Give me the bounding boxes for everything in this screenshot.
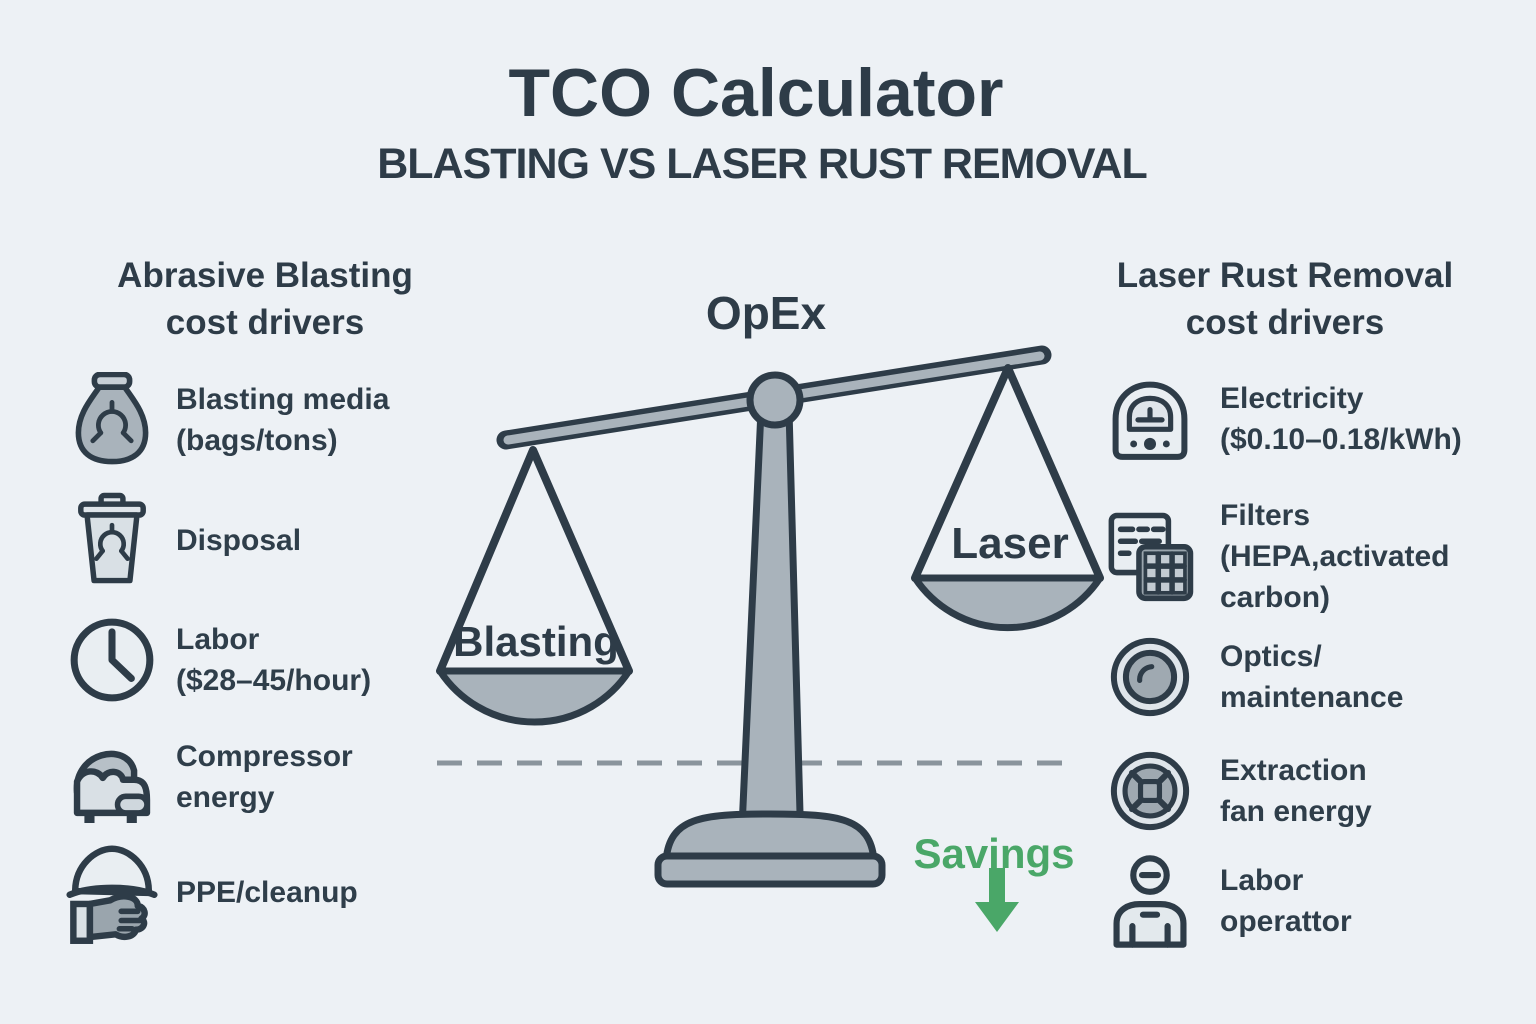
item-label: Compressor energy [176,740,353,814]
hazard-bag-icon [66,372,158,468]
right-column-header: Laser Rust Removal cost drivers [1085,252,1485,346]
item-label: Labor ($28–45/hour) [176,623,372,697]
scale-pivot [746,371,804,429]
item-label: Blasting media (bags/tons) [176,383,390,457]
list-item: Labor operattor [1104,850,1352,952]
item-label: Optics/ maintenance [1220,640,1404,714]
right-pan-cone [911,364,1104,582]
left-header-line2: cost drivers [165,303,365,342]
list-item: Filters (HEPA,activated carbon) [1104,494,1450,618]
right-header-line2: cost drivers [1185,303,1385,342]
left-column-header: Abrasive Blasting cost drivers [65,252,465,346]
list-item: Blasting media (bags/tons) [66,366,389,474]
item-label: Electricity ($0.10–0.18/kWh) [1220,382,1462,456]
right-pan-label: Laser [951,519,1068,568]
electric-meter-icon [1104,376,1196,462]
right-pan-bowl [911,574,1104,632]
optics-lens-icon [1104,634,1196,720]
list-item: Labor ($28–45/hour) [66,612,371,708]
item-label: Extraction fan energy [1220,754,1372,828]
scale-base-foot [654,852,886,888]
item-label: PPE/cleanup [176,875,358,909]
item-label: Labor operattor [1220,864,1352,938]
scale-base-dome [662,810,878,864]
item-label: Filters (HEPA,activated carbon) [1220,498,1450,614]
savings-down-arrow-icon [975,868,1019,932]
list-item: PPE/cleanup [66,832,358,952]
scale-column [737,406,805,854]
left-header-line1: Abrasive Blasting [117,256,413,295]
hazard-trash-icon [66,492,158,588]
left-pan-cone [436,446,633,675]
extraction-fan-icon [1104,748,1196,834]
compressor-icon [66,727,158,827]
left-pan-bowl [436,667,633,726]
item-label: Disposal [176,523,302,557]
filters-icon [1104,510,1196,602]
right-header-line1: Laser Rust Removal [1116,256,1454,295]
list-item: Electricity ($0.10–0.18/kWh) [1104,368,1462,470]
list-item: Optics/ maintenance [1104,632,1403,722]
operator-person-icon [1104,853,1196,950]
list-item: Compressor energy [66,724,353,830]
opex-label: OpEx [705,287,827,339]
hard-hat-glove-icon [66,835,158,949]
clock-icon [66,616,158,704]
page-subtitle: BLASTING VS LASER RUST REMOVAL [377,140,1148,188]
list-item: Extraction fan energy [1104,746,1372,836]
list-item: Disposal [66,490,301,590]
left-pan-label: Blasting [453,618,619,665]
page-title: TCO Calculator [508,55,1004,131]
savings-label: Savings [913,830,1075,877]
